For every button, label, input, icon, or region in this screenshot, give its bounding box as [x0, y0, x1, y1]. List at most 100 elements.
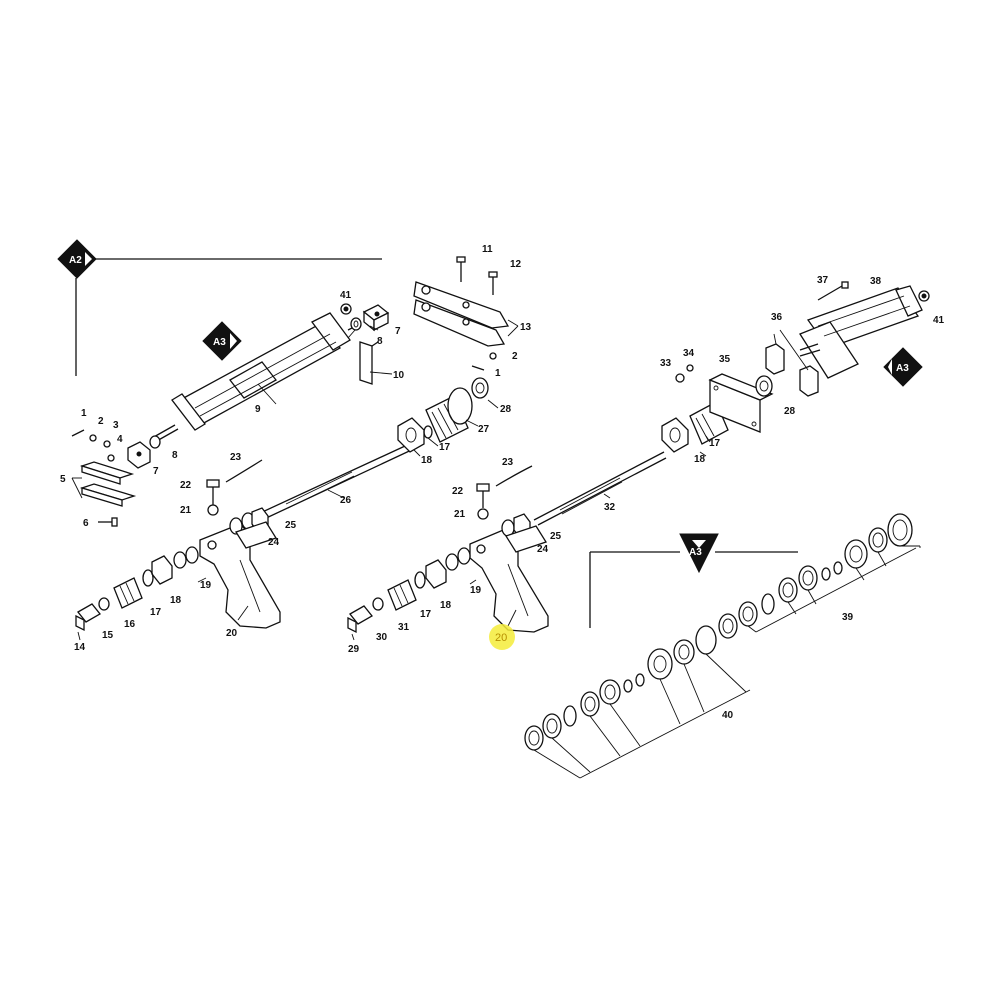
callout-17-left: 17	[150, 607, 162, 618]
washer-28-right	[755, 375, 773, 397]
screw-22-right	[476, 483, 490, 508]
nut-41-left	[340, 303, 352, 315]
callout-1-left: 1	[81, 408, 87, 419]
screw-37	[817, 281, 849, 301]
callout-22-left: 22	[180, 480, 192, 491]
wire-23-left	[225, 459, 263, 483]
highlight-marker	[489, 624, 515, 650]
washers-19-right	[445, 547, 471, 571]
callout-17-mid: 17	[439, 442, 451, 453]
callout-2-right: 2	[512, 351, 518, 362]
nuts-33-34	[675, 364, 694, 383]
washer-8-upper	[350, 317, 362, 331]
nut-18-left	[151, 555, 173, 585]
callout-40: 40	[722, 710, 734, 721]
badge-a2-left: A2	[57, 239, 97, 279]
callout-15: 15	[102, 630, 114, 641]
callout-12: 12	[510, 259, 522, 270]
callout-6: 6	[83, 518, 89, 529]
frame-lines	[75, 258, 798, 628]
callout-13: 13	[520, 322, 532, 333]
lever-13	[413, 281, 510, 347]
air-cylinder-right	[799, 285, 923, 379]
callout-31: 31	[398, 622, 410, 633]
switch-14	[75, 603, 101, 632]
seal-kit-rings	[524, 513, 913, 751]
callout-36: 36	[771, 312, 783, 323]
screw-22-left	[206, 479, 220, 505]
washer-15	[98, 597, 110, 611]
clevis-block-7-upper	[362, 304, 390, 332]
callout-32: 32	[604, 502, 616, 513]
spring-16	[113, 577, 143, 609]
callout-21-left: 21	[180, 505, 192, 516]
callout-8-lower: 8	[172, 450, 178, 461]
callout-17-right: 17	[420, 609, 432, 620]
cotter-right-parts	[471, 352, 497, 371]
nut-41-right	[918, 290, 930, 302]
callout-38: 38	[870, 276, 882, 287]
svg-text:A3: A3	[896, 363, 909, 374]
callout-20-right: 20	[495, 632, 507, 644]
pin-12	[488, 271, 498, 295]
callout-41-left: 41	[340, 290, 352, 301]
seal-kit-leader-lines	[533, 545, 921, 779]
callout-19-right: 19	[470, 585, 482, 596]
pin-11	[456, 256, 466, 282]
svg-text:A3: A3	[689, 547, 702, 558]
callout-33: 33	[660, 358, 672, 369]
shift-rod-32	[533, 451, 667, 526]
callout-28-mid: 28	[500, 404, 512, 415]
air-cylinder-left	[151, 312, 361, 443]
callout-22-right: 22	[452, 486, 464, 497]
svg-text:A3: A3	[213, 337, 226, 348]
badge-a3-lower: A3	[679, 533, 719, 574]
callout-27: 27	[478, 424, 490, 435]
callout-24-right: 24	[537, 544, 549, 555]
spring-31	[387, 579, 417, 611]
callout-10: 10	[393, 370, 405, 381]
callout-18-right: 18	[440, 600, 452, 611]
callout-20-left: 20	[226, 628, 238, 639]
callout-23-right: 23	[502, 457, 514, 468]
bush-24-right	[505, 525, 547, 553]
svg-text:A2: A2	[69, 255, 82, 266]
oring-17-right	[414, 571, 426, 589]
callout-18-left: 18	[170, 595, 182, 606]
callout-34: 34	[683, 348, 695, 359]
callout-5: 5	[60, 474, 66, 485]
badge-a3-upper-right: A3	[883, 347, 923, 387]
callout-21-right: 21	[454, 509, 466, 520]
callout-7-upper: 7	[395, 326, 401, 337]
left-small-parts	[71, 429, 161, 527]
nut-18-far	[661, 417, 689, 453]
callout-26: 26	[340, 495, 352, 506]
callout-14: 14	[74, 642, 86, 653]
spring-27	[425, 387, 473, 443]
blocks-36	[765, 343, 819, 397]
washer-28-mid	[471, 377, 489, 399]
callout-2-left: 2	[98, 416, 104, 427]
badge-a3-upper-left: A3	[202, 321, 242, 361]
nut-18-mid	[397, 417, 425, 453]
callout-11: 11	[482, 244, 493, 255]
oring-17-mid	[423, 425, 433, 439]
flange-35	[708, 373, 774, 433]
bracket-10	[359, 341, 379, 385]
nut-21-right	[477, 508, 489, 520]
callout-9: 9	[255, 404, 261, 415]
callout-25-left: 25	[285, 520, 297, 531]
callout-19-left: 19	[200, 580, 212, 591]
callout-1-right: 1	[495, 368, 501, 379]
callout-41-right: 41	[933, 315, 945, 326]
callout-39: 39	[842, 612, 854, 623]
leader-lines	[71, 319, 809, 641]
switch-29	[347, 605, 373, 634]
callout-labels: 41 7 8 10 9 1 2 3 4 8 7 5 6 11 12 13 2 1…	[60, 244, 945, 721]
callout-37: 37	[817, 275, 829, 286]
callout-16: 16	[124, 619, 136, 630]
callout-25-right: 25	[550, 531, 562, 542]
callout-7-lower: 7	[153, 466, 159, 477]
nut-21-left	[207, 504, 219, 516]
